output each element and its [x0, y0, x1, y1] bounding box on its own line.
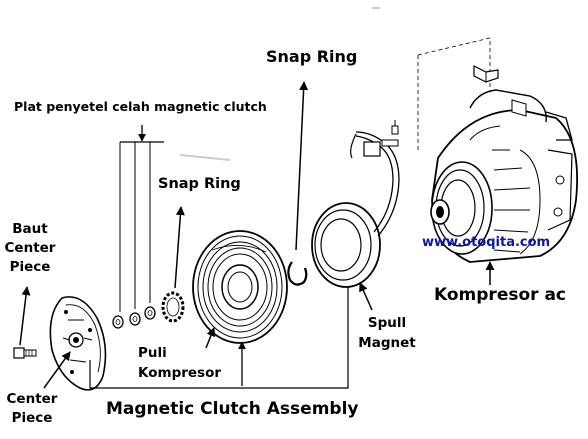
center-piece-arrow	[43, 351, 71, 389]
center-piece-label: Center Piece	[6, 391, 58, 426]
spull-arrow	[359, 282, 373, 311]
puli-label: Puli Kompresor	[138, 345, 222, 381]
pulley	[192, 230, 288, 344]
shim-washers	[112, 306, 156, 329]
snap-ring-top-arrow	[295, 81, 309, 251]
plat-label: Plat penyetel celah magnetic clutch	[14, 99, 267, 114]
scan-artifact	[179, 7, 380, 161]
snap-ring-right	[287, 261, 308, 286]
website-label: www.otoqita.com	[422, 235, 551, 250]
compressor-dashed-outline	[417, 37, 491, 150]
field-coil	[311, 120, 400, 288]
plat-leaders	[119, 142, 151, 312]
baut-label: Baut Center Piece	[4, 221, 56, 275]
center-bolt	[13, 347, 37, 359]
spull-label: Spull Magnet	[358, 315, 416, 351]
assembly-bracket	[89, 287, 349, 389]
snap-ring-top-label: Snap Ring	[266, 47, 358, 66]
compressor-body	[430, 89, 579, 263]
baut-arrow	[19, 286, 31, 346]
bracket-clip	[473, 65, 499, 83]
snap-ring-mid-label: Snap Ring	[158, 176, 241, 192]
puli-arrow	[205, 327, 216, 349]
center-piece-plate	[49, 296, 107, 391]
assembly-label: Magnetic Clutch Assembly	[106, 399, 359, 419]
snap-ring-mid-arrow	[174, 206, 185, 289]
kompresor-label: Kompresor ac	[434, 285, 566, 305]
snap-ring-middle	[161, 291, 185, 323]
